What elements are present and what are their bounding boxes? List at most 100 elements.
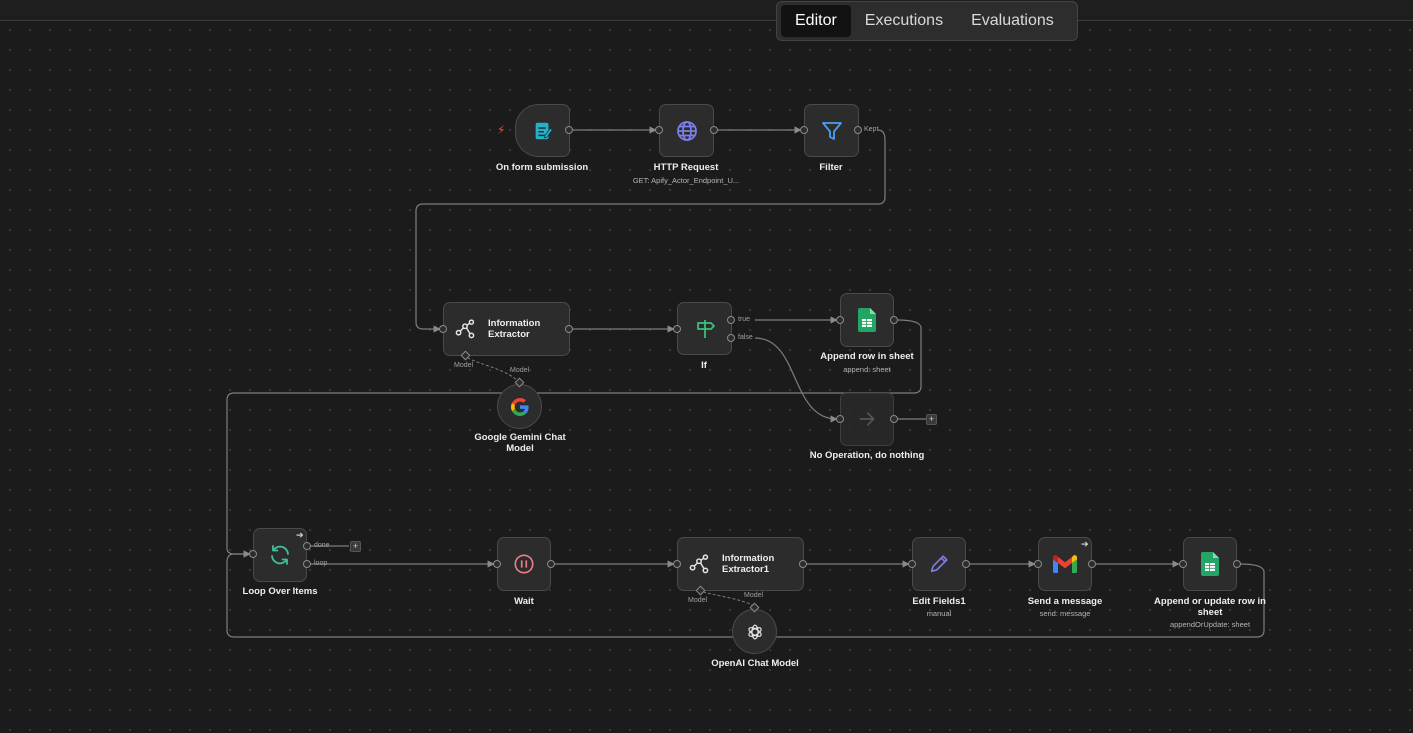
node-append-row-in-sheet[interactable]	[840, 293, 894, 347]
port-extractor1-in[interactable]	[673, 560, 681, 568]
label-no-operation: No Operation, do nothing	[809, 450, 925, 461]
port-upsert-out[interactable]	[1233, 560, 1241, 568]
port-label-model-extractor1: Model	[688, 597, 708, 604]
port-wait-in[interactable]	[493, 560, 501, 568]
port-http-out[interactable]	[710, 126, 718, 134]
label-loop-over-items: Loop Over Items	[242, 586, 318, 597]
extractor-icon	[455, 319, 475, 339]
port-label-model-extractor: Model	[454, 362, 474, 369]
label-if: If	[701, 360, 707, 371]
port-label-model-openai: Model	[744, 592, 764, 599]
port-if-true[interactable]	[727, 316, 735, 324]
sheets-icon	[1201, 552, 1219, 576]
node-http-request[interactable]	[659, 104, 714, 157]
edge-openai-model[interactable]	[699, 590, 755, 607]
port-label-loop: loop	[314, 560, 328, 567]
port-http-in[interactable]	[655, 126, 663, 134]
label-google-gemini-chat-model: Google Gemini Chat Model	[474, 432, 566, 454]
node-on-form-submission[interactable]	[515, 104, 570, 157]
if-signpost-icon	[696, 319, 715, 338]
port-edit-out[interactable]	[962, 560, 970, 568]
port-gmail-in[interactable]	[1034, 560, 1042, 568]
loop-icon	[271, 545, 289, 565]
port-filter-in[interactable]	[800, 126, 808, 134]
form-icon	[535, 122, 553, 139]
arrow-right-icon: ➔	[1081, 539, 1089, 549]
node-loop-over-items[interactable]	[253, 528, 307, 582]
add-node-done-button[interactable]: +	[350, 541, 361, 552]
port-loop-loop[interactable]	[303, 560, 311, 568]
node-information-extractor1[interactable]: Information Extractor1	[677, 537, 804, 591]
port-label-kept: Kept	[864, 126, 879, 133]
arrow-right-icon: ➔	[296, 530, 304, 540]
port-gmail-out[interactable]	[1088, 560, 1096, 568]
port-upsert-in[interactable]	[1179, 560, 1187, 568]
node-wait[interactable]	[497, 537, 551, 591]
arrow-right-icon	[859, 412, 875, 426]
label-append-or-update-row: Append or update row in sheet	[1154, 596, 1266, 618]
label-filter: Filter	[819, 162, 843, 173]
node-no-operation[interactable]	[840, 392, 894, 446]
edge-filter-extractor[interactable]	[415, 129, 886, 333]
edge-gemini-model[interactable]	[465, 356, 520, 384]
globe-icon	[676, 120, 697, 141]
label-http-request: HTTP Request	[653, 162, 719, 173]
extractor-icon	[689, 554, 709, 574]
node-if[interactable]	[677, 302, 732, 355]
port-extractor-in[interactable]	[439, 325, 447, 333]
label-edit-fields1: Edit Fields1	[912, 596, 966, 607]
node-append-or-update-row[interactable]	[1183, 537, 1237, 591]
port-form-out[interactable]	[565, 126, 573, 134]
port-noop-out[interactable]	[890, 415, 898, 423]
view-tabs: Editor Executions Evaluations	[776, 1, 1078, 41]
sheets-icon	[858, 308, 876, 332]
port-extractor1-out[interactable]	[799, 560, 807, 568]
port-wait-out[interactable]	[547, 560, 555, 568]
edge-if-noop[interactable]	[754, 337, 838, 423]
port-edit-in[interactable]	[908, 560, 916, 568]
openai-icon	[747, 624, 762, 639]
label-information-extractor1: Information Extractor1	[722, 553, 775, 575]
port-loop-in[interactable]	[249, 550, 257, 558]
pause-icon	[514, 554, 534, 574]
sub-send-a-message: send: message	[1039, 609, 1091, 618]
google-icon	[510, 397, 529, 416]
port-label-done: done	[314, 542, 330, 549]
port-extractor-out[interactable]	[565, 325, 573, 333]
filter-icon	[821, 121, 842, 140]
sub-append-row-in-sheet: append: sheet	[843, 365, 891, 374]
tab-evaluations[interactable]: Evaluations	[971, 12, 1054, 29]
add-node-noop-button[interactable]: +	[926, 414, 937, 425]
label-append-row-in-sheet: Append row in sheet	[820, 351, 914, 362]
pencil-icon	[930, 555, 948, 573]
port-if-in[interactable]	[673, 325, 681, 333]
node-information-extractor[interactable]: Information Extractor	[443, 302, 570, 356]
port-label-true: true	[738, 316, 751, 323]
port-if-false[interactable]	[727, 334, 735, 342]
sub-append-or-update-row: appendOrUpdate: sheet	[1169, 620, 1251, 629]
port-append-out[interactable]	[890, 316, 898, 324]
tab-executions[interactable]: Executions	[864, 12, 944, 29]
tab-editor[interactable]: Editor	[781, 5, 851, 37]
port-filter-out[interactable]	[854, 126, 862, 134]
port-noop-in[interactable]	[836, 415, 844, 423]
gmail-icon	[1053, 555, 1077, 573]
label-wait: Wait	[514, 596, 534, 607]
label-send-a-message: Send a message	[1027, 596, 1103, 607]
node-edit-fields1[interactable]	[912, 537, 966, 591]
port-loop-done[interactable]	[303, 542, 311, 550]
node-filter[interactable]	[804, 104, 859, 157]
node-send-a-message[interactable]	[1038, 537, 1092, 591]
port-append-in[interactable]	[836, 316, 844, 324]
sub-edit-fields1: manual	[926, 609, 952, 618]
label-on-form-submission: On form submission	[495, 162, 589, 173]
node-google-gemini-chat-model[interactable]	[497, 384, 542, 429]
edge-upsert-loop[interactable]	[226, 550, 1265, 638]
edge-append-loop[interactable]	[226, 319, 922, 558]
bolt-icon: ⚡	[497, 123, 506, 137]
node-openai-chat-model[interactable]	[732, 609, 777, 654]
label-information-extractor: Information Extractor	[488, 318, 541, 340]
port-label-model-gemini: Model	[510, 367, 530, 374]
sub-http-request: GET: Apify_Actor_Endpoint_U...	[632, 176, 740, 185]
